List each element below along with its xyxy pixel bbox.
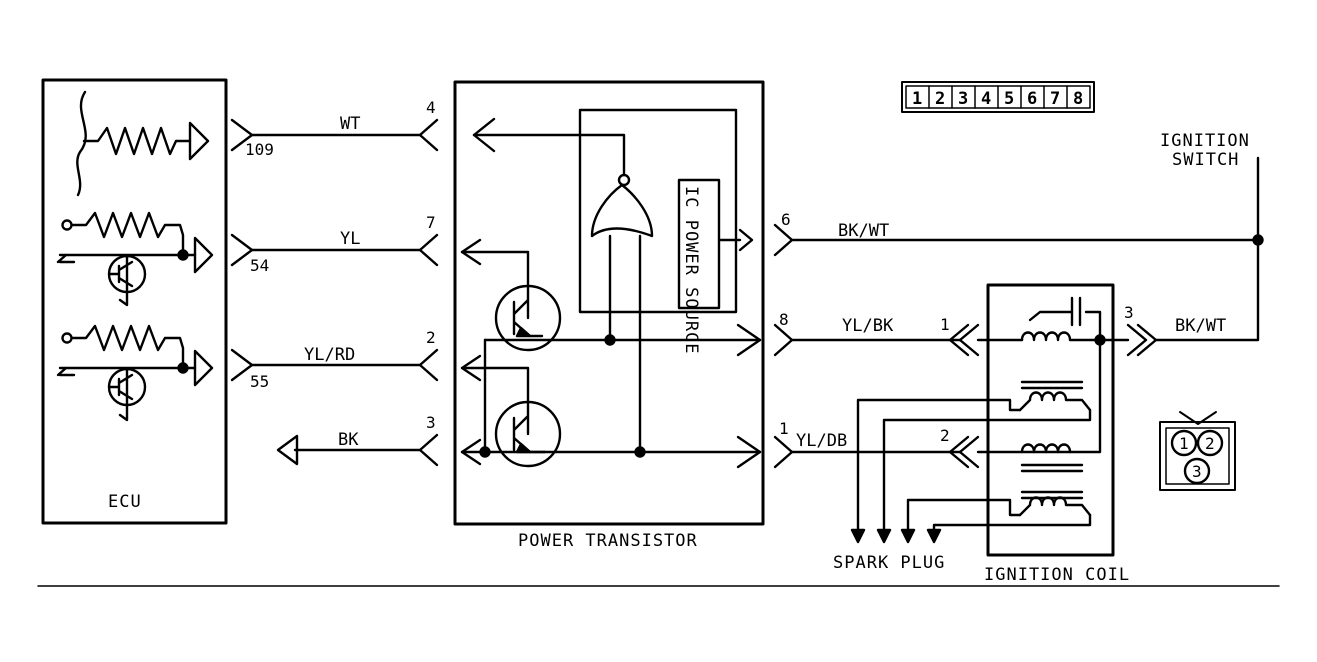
connector-cavity-5: 5 (1004, 89, 1014, 109)
coil-face-2: 2 (1205, 434, 1215, 453)
ecu-label: ECU (108, 492, 142, 512)
spark-plug-label: SPARK PLUG (833, 553, 945, 573)
pt-pin-1: 1 (779, 419, 789, 438)
ic-power-source-box (677, 178, 721, 310)
buffer-triangle (193, 349, 214, 387)
connector-cavity-6: 6 (1027, 89, 1037, 109)
connector-cavity-7: 7 (1050, 89, 1060, 109)
coil-pin-3: 3 (1124, 303, 1134, 322)
connector-cavity-8: 8 (1073, 89, 1083, 109)
ignition-switch-label-1: IGNITION (1160, 131, 1250, 151)
ic-inner-box (578, 108, 738, 314)
buffer-triangle (188, 121, 210, 161)
pt-pin-3: 3 (426, 413, 436, 432)
wire-label-bk-wt: BK/WT (838, 221, 889, 241)
wire-label-wt: WT (340, 114, 360, 134)
wire-label-bk: BK (338, 430, 359, 450)
coil-face-3: 3 (1192, 462, 1202, 481)
connector-cavity-2: 2 (935, 89, 945, 109)
ground-arrow (276, 434, 299, 466)
ecu-pin-54: 54 (250, 256, 269, 275)
ecu-pin-55: 55 (250, 372, 269, 391)
ignition-switch-label-2: SWITCH (1172, 150, 1239, 170)
wire-label-yl-bk: YL/BK (842, 316, 894, 336)
connector-cavity-4: 4 (981, 89, 991, 109)
coil-pin-2: 2 (940, 426, 950, 445)
pt-pin-7: 7 (426, 213, 436, 232)
connector-cavity-1: 1 (912, 89, 922, 109)
connector-face-8pin (901, 81, 1095, 113)
power-transistor-label: POWER TRANSISTOR (518, 531, 698, 551)
pt-pin-8: 8 (779, 310, 789, 329)
pt-pin-4: 4 (426, 98, 436, 117)
wire-label-yl-rd: YL/RD (304, 345, 355, 365)
resistor-zigzag (82, 126, 192, 156)
connector-cavity-3: 3 (958, 89, 968, 109)
wire-label-yl: YL (340, 229, 360, 249)
coil-pin-1: 1 (940, 315, 950, 334)
coil-connector-face (1159, 421, 1236, 491)
ic-power-source-label: IC POWER SOURCE (681, 186, 701, 355)
power-transistor-box (453, 80, 765, 526)
ecu-box (41, 78, 228, 525)
coil-face-1: 1 (1179, 434, 1189, 453)
pt-pin-2: 2 (426, 328, 436, 347)
wire-label-coil-bk-wt: BK/WT (1175, 316, 1226, 336)
wire-label-yl-db: YL/DB (796, 431, 847, 451)
pt-pin-6: 6 (781, 210, 791, 229)
ignition-coil-label: IGNITION COIL (984, 565, 1130, 585)
buffer-triangle (193, 236, 214, 274)
ecu-pin-109: 109 (245, 140, 274, 159)
